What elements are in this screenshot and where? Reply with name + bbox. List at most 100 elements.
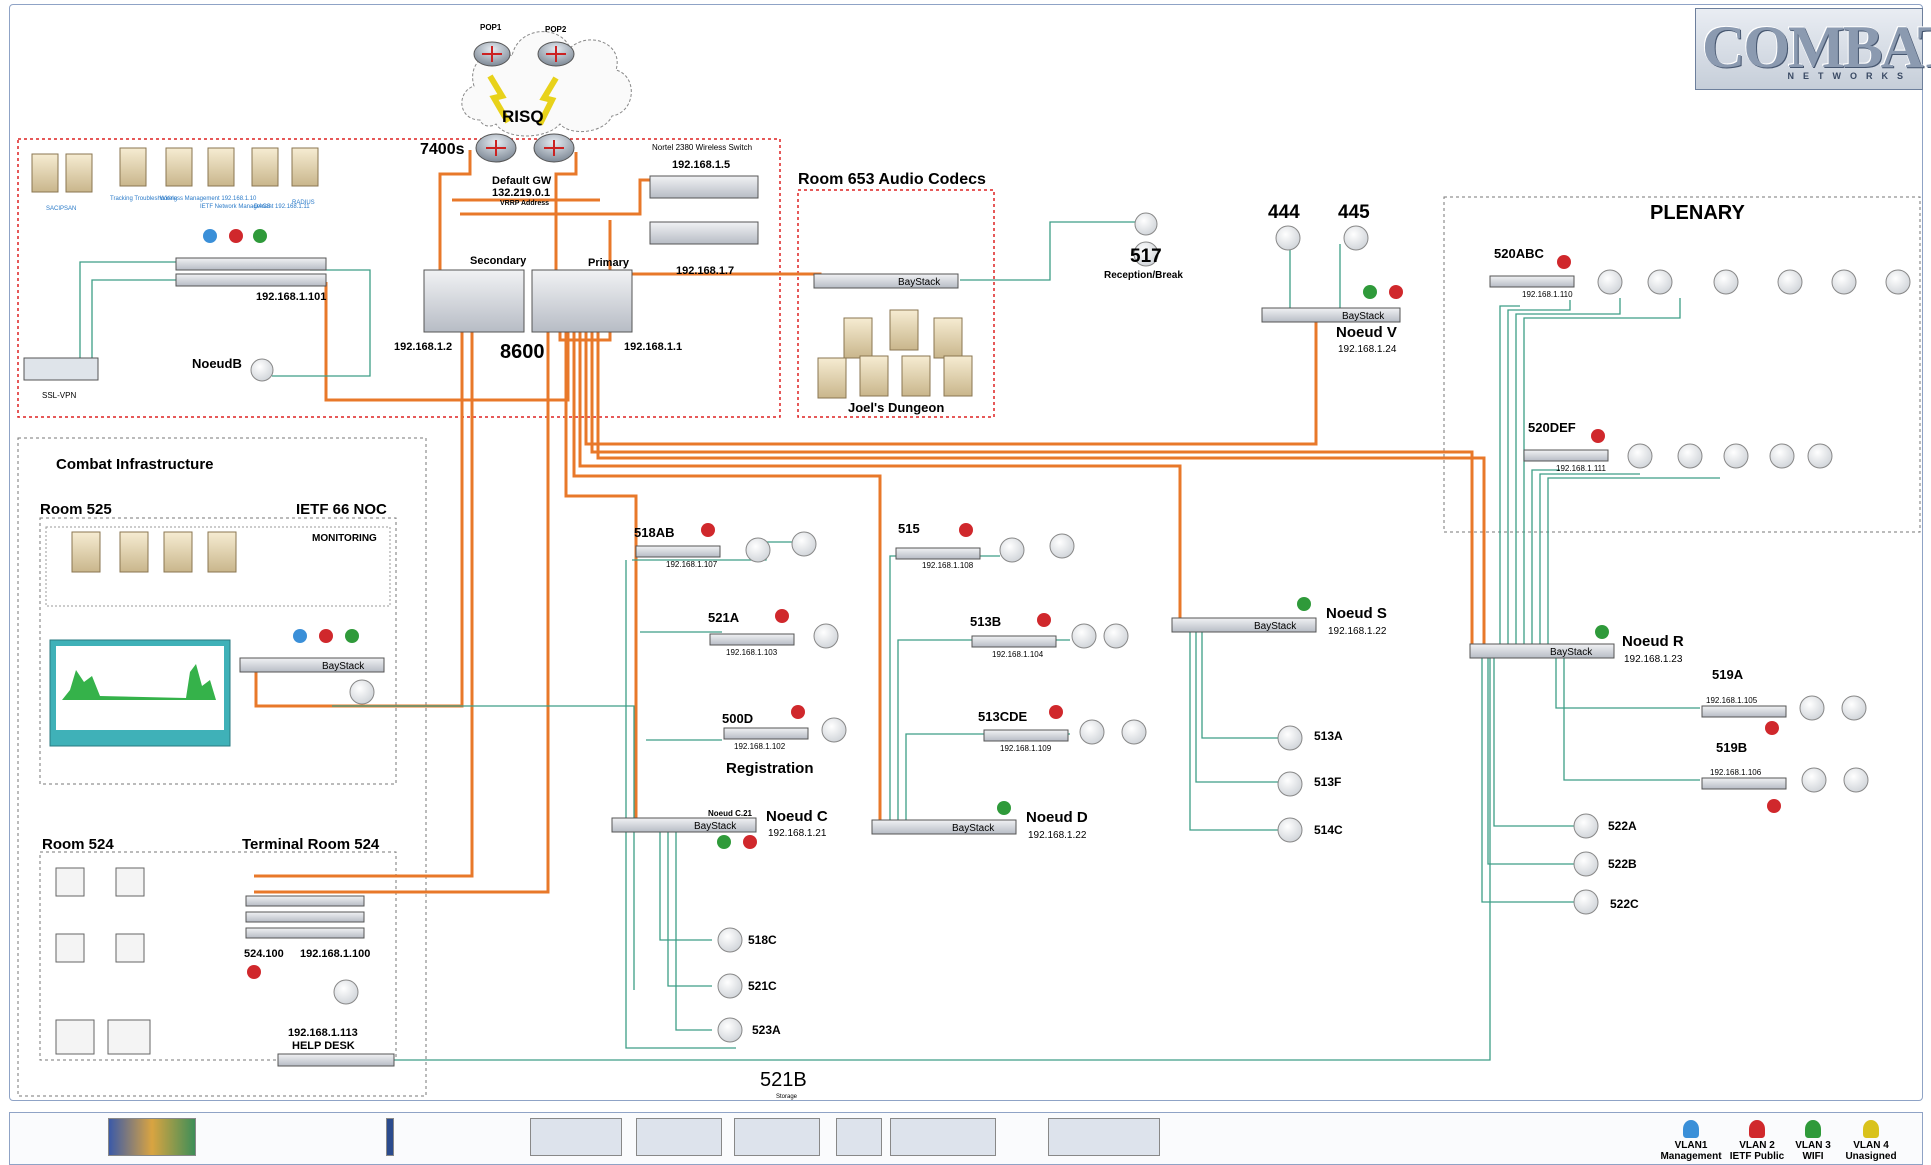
sslvpn-label: SSL-VPN xyxy=(42,391,76,400)
chassis-8600-secondary xyxy=(423,269,525,333)
monitoring-label: MONITORING xyxy=(312,533,377,544)
infra-title: Combat Infrastructure xyxy=(56,456,214,473)
baystack-room653 xyxy=(813,273,959,289)
infra-box xyxy=(17,437,427,1097)
legend-device-2 xyxy=(636,1118,722,1156)
legend-device-3 xyxy=(734,1118,820,1156)
network-diagram: POP1 POP2 RISQ 7400s Default GW 132.219.… xyxy=(17,23,1921,1100)
secondary-label: Secondary xyxy=(470,255,527,267)
terminal-label-1: 524.100 xyxy=(244,948,284,960)
monitoring-screen xyxy=(49,639,231,747)
legend-device-6 xyxy=(1048,1118,1160,1156)
noeudr-s1-ip: 192.168.1.105 xyxy=(1706,696,1758,705)
noeudc-s1-ip: 192.168.1.107 xyxy=(666,560,718,569)
helpdesk-ip: 192.168.1.113 xyxy=(288,1027,358,1039)
logo-wordmark: COMBAT xyxy=(1702,14,1931,80)
noeudc-s1: 518AB xyxy=(634,525,674,540)
server-label-6: RADIUS xyxy=(292,200,315,206)
ap445-label: 445 xyxy=(1338,202,1370,223)
wireless-switch-1 xyxy=(649,175,759,199)
baystack-label-c: BayStack xyxy=(694,821,737,832)
ap523a-label: 523A xyxy=(752,1023,781,1037)
core-access-switch-2 xyxy=(175,273,327,287)
ap444-label: 444 xyxy=(1268,202,1300,223)
room525-title: Room 525 xyxy=(40,501,112,518)
noeuds-name: Noeud S xyxy=(1326,605,1387,622)
noeudc-s2-ip: 192.168.1.103 xyxy=(726,648,778,657)
wireless-switch-2 xyxy=(649,221,759,245)
ap522b-label: 522B xyxy=(1608,857,1637,871)
vlan2-legend: VLAN 2 IETF Public xyxy=(1722,1120,1792,1162)
baystack-label-d: BayStack xyxy=(952,823,995,834)
user-icon xyxy=(1749,1120,1765,1138)
vlan3-legend: VLAN 3 WIFI xyxy=(1778,1120,1848,1162)
vlan4-name: VLAN 4 xyxy=(1853,1140,1889,1151)
router-pop1 xyxy=(473,41,511,67)
ap517-number: 517 xyxy=(1130,246,1162,267)
logo-subtitle: NETWORKS xyxy=(1787,71,1912,81)
ap522c-label: 522C xyxy=(1610,897,1639,911)
plenary-title: PLENARY xyxy=(1650,202,1745,224)
user-icon xyxy=(1683,1120,1699,1138)
access-switches xyxy=(245,275,1787,1067)
vlan-user-icons xyxy=(203,229,1781,979)
server-label-2: Tracking Troubleshooting xyxy=(110,196,177,202)
primary-label: Primary xyxy=(588,257,630,269)
noeudd-s1-ip: 192.168.1.108 xyxy=(922,561,974,570)
baystack-label-noc: BayStack xyxy=(322,661,365,672)
noeudc-s3-ip: 192.168.1.102 xyxy=(734,742,786,751)
server-label-1: SACIPSAN xyxy=(46,206,76,212)
server-group-room525 xyxy=(71,531,237,573)
plenary-sw1: 520ABC xyxy=(1494,246,1544,261)
terminal-pcs xyxy=(55,867,151,1055)
noeudc-switch-label: Noeud C.21 xyxy=(708,809,753,818)
wan-link-1 xyxy=(487,74,511,124)
noeudc-ip: 192.168.1.21 xyxy=(768,828,827,839)
noeudr-s1: 519A xyxy=(1712,667,1744,682)
vlan1-name: VLAN1 xyxy=(1674,1140,1708,1151)
noeudc-s2: 521A xyxy=(708,610,740,625)
plenary-box xyxy=(1443,196,1921,533)
noeudv-name: Noeud V xyxy=(1336,324,1397,341)
diagram-frame xyxy=(9,4,1923,1101)
ap517-sub: Reception/Break xyxy=(1104,270,1183,281)
chassis-model-label: 8600 xyxy=(500,341,545,363)
server-label-4: IETF Network Management 192.168.1.11 xyxy=(200,204,310,210)
baystack-noeudv xyxy=(1261,307,1401,323)
registration-label: Registration xyxy=(726,760,814,777)
vlan2-name: VLAN 2 xyxy=(1739,1140,1775,1151)
wireless-switch-1-ip: 192.168.1.5 xyxy=(672,159,730,171)
vlan1-legend: VLAN1 Management xyxy=(1656,1120,1726,1162)
noeudr-name: Noeud R xyxy=(1622,633,1684,650)
noeudr-s2: 519B xyxy=(1716,740,1747,755)
ssl-vpn-appliance xyxy=(23,357,99,381)
legend-map-thumb xyxy=(108,1118,196,1156)
user-icon xyxy=(1805,1120,1821,1138)
ap513a-label: 513A xyxy=(1314,729,1343,743)
combat-networks-logo: COMBAT NETWORKS xyxy=(1695,8,1931,90)
noeudd-s3: 513CDE xyxy=(978,709,1027,724)
wireless-switch-title: Nortel 2380 Wireless Switch xyxy=(652,143,752,152)
baystack-noeudc xyxy=(611,817,757,833)
vrrp-label: VRRP Address xyxy=(500,200,549,207)
baystack-noeuds xyxy=(1171,617,1317,633)
pop1-label: POP1 xyxy=(480,23,502,32)
access-points xyxy=(250,212,1911,1043)
baystack-label-653: BayStack xyxy=(898,277,941,288)
ap518c-label: 518C xyxy=(748,933,777,947)
noeudv-ip: 192.168.1.24 xyxy=(1338,344,1397,355)
plenary-sw2-ip: 192.168.1.111 xyxy=(1556,464,1607,473)
room653-title: Room 653 Audio Codecs xyxy=(798,171,986,188)
chassis-8600-primary xyxy=(531,269,633,333)
fiber-links xyxy=(254,150,1486,894)
server-label-5: DACS xyxy=(254,204,271,210)
vlan3-sub: WIFI xyxy=(1802,1151,1824,1162)
core-region-box xyxy=(17,138,781,418)
legend-device-1 xyxy=(530,1118,622,1156)
vlan3-name: VLAN 3 xyxy=(1795,1140,1831,1151)
terminal-label-2: 192.168.1.100 xyxy=(300,948,370,960)
noeudr-s2-ip: 192.168.1.106 xyxy=(1710,768,1762,777)
room653-sub: Joel's Dungeon xyxy=(848,400,944,415)
wan-link-2 xyxy=(537,76,559,126)
noeudd-ip: 192.168.1.22 xyxy=(1028,830,1087,841)
